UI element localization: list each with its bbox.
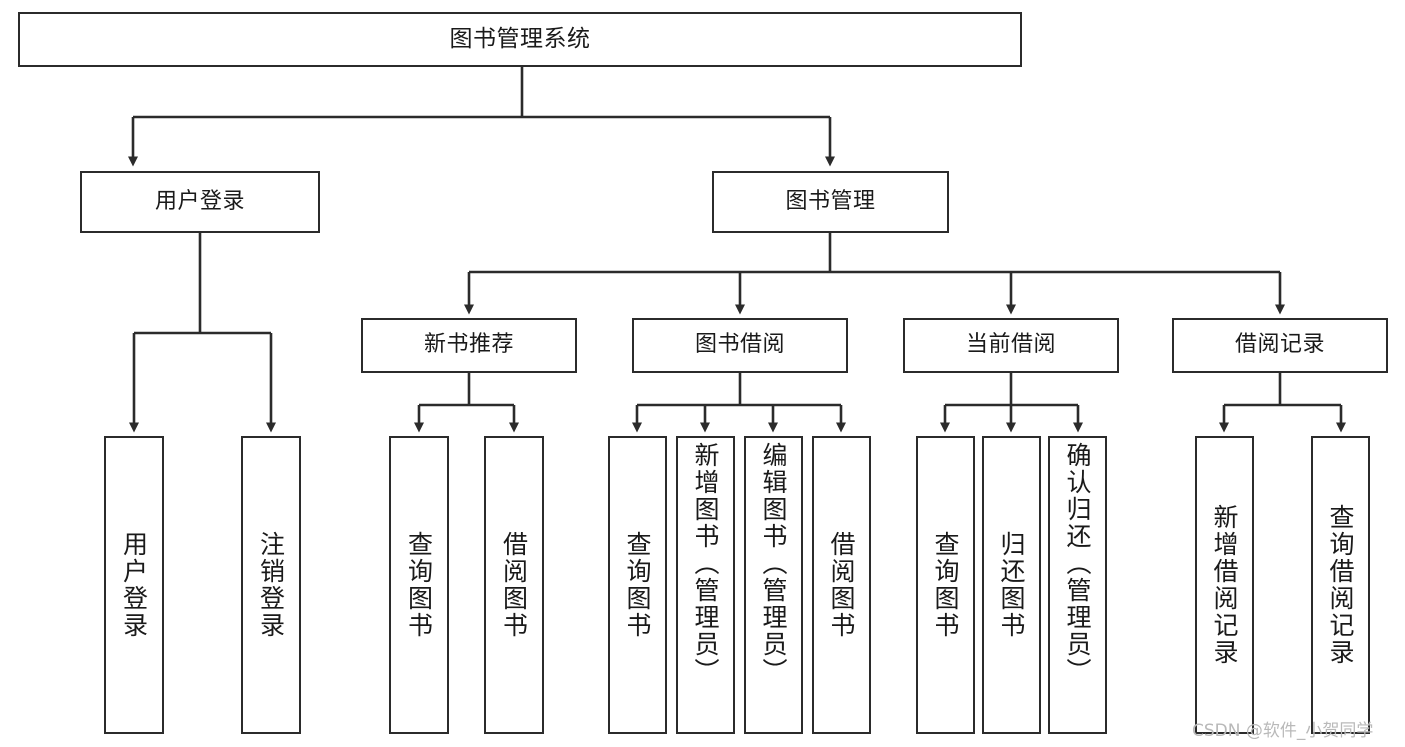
node-current-borrow[interactable]: 当前借阅 <box>903 318 1119 373</box>
node-label: 借阅图书 <box>827 531 856 639</box>
node-user-login[interactable]: 用户登录 <box>80 171 320 233</box>
node-label: 新增借阅记录 <box>1210 504 1239 666</box>
node-label: 图书管理系统 <box>449 26 591 53</box>
node-label: 用户登录 <box>154 188 245 214</box>
node-label: 图书借阅 <box>694 332 785 358</box>
node-label: 图书管理 <box>785 188 876 214</box>
node-label: 查询借阅记录 <box>1326 504 1355 666</box>
node-label: 借阅图书 <box>499 531 529 639</box>
node-label: 查询图书 <box>623 531 652 639</box>
node-root-book-management-system[interactable]: 图书管理系统 <box>18 12 1022 67</box>
node-label: 用户登录 <box>119 531 149 639</box>
node-label: 查询图书 <box>931 531 960 639</box>
node-label: 新增图书（管理员） <box>691 442 720 685</box>
leaf-edit-book-admin[interactable]: 编辑图书（管理员） <box>744 436 803 734</box>
node-book-borrow[interactable]: 图书借阅 <box>632 318 848 373</box>
leaf-return-book[interactable]: 归还图书 <box>982 436 1041 734</box>
leaf-logout-login[interactable]: 注销登录 <box>241 436 301 734</box>
node-borrow-record[interactable]: 借阅记录 <box>1172 318 1388 373</box>
leaf-user-login[interactable]: 用户登录 <box>104 436 164 734</box>
leaf-borrow-book[interactable]: 借阅图书 <box>812 436 871 734</box>
node-label: 查询图书 <box>404 531 434 639</box>
node-book-management[interactable]: 图书管理 <box>712 171 949 233</box>
leaf-query-book-recommend[interactable]: 查询图书 <box>389 436 449 734</box>
leaf-query-book-current[interactable]: 查询图书 <box>916 436 975 734</box>
node-label: 确认归还（管理员） <box>1063 442 1092 685</box>
node-label: 归还图书 <box>997 531 1026 639</box>
leaf-add-borrow-record[interactable]: 新增借阅记录 <box>1195 436 1254 734</box>
node-label: 编辑图书（管理员） <box>759 442 788 685</box>
leaf-confirm-return-admin[interactable]: 确认归还（管理员） <box>1048 436 1107 734</box>
leaf-add-book-admin[interactable]: 新增图书（管理员） <box>676 436 735 734</box>
node-label: 借阅记录 <box>1234 332 1325 358</box>
node-label: 新书推荐 <box>423 332 514 358</box>
node-new-book-recommend[interactable]: 新书推荐 <box>361 318 577 373</box>
csdn-watermark: CSDN @软件_小贺同学 <box>1192 721 1374 741</box>
leaf-query-borrow-record[interactable]: 查询借阅记录 <box>1311 436 1370 734</box>
leaf-borrow-book-recommend[interactable]: 借阅图书 <box>484 436 544 734</box>
node-label: 注销登录 <box>256 531 286 639</box>
leaf-query-book-borrow[interactable]: 查询图书 <box>608 436 667 734</box>
node-label: 当前借阅 <box>965 332 1056 358</box>
